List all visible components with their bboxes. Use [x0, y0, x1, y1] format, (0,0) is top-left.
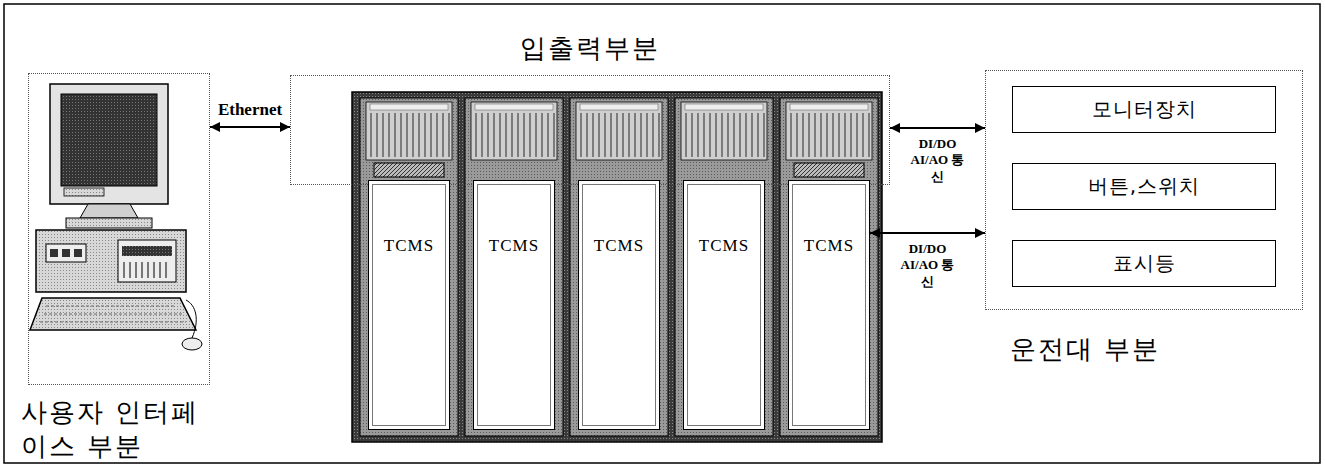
edge-label: DI/DO AI/AO 통신 — [894, 241, 962, 290]
connector-arrow — [870, 232, 985, 234]
connector-arrow — [890, 127, 985, 129]
rack-module — [360, 98, 458, 436]
tcms-module: TCMS — [578, 180, 660, 430]
edge-label: Ethernet — [216, 99, 284, 120]
dotted-region: 사용자 인터페이스 부분 — [28, 73, 210, 385]
rack-module — [780, 98, 878, 436]
edge-label: DI/DO AI/AO 통신 — [904, 136, 972, 185]
connector-arrow — [210, 126, 290, 128]
computer-illustration — [30, 84, 202, 350]
outer-frame — [4, 4, 1320, 463]
region-heading: 입출력부분 — [291, 32, 889, 66]
tcms-module: TCMS — [788, 180, 870, 430]
rack-module — [675, 98, 773, 436]
device-box: 모니터장치 — [1012, 86, 1276, 133]
node-label: TCMS — [789, 236, 869, 256]
dotted-region: 입출력부분 — [290, 75, 890, 185]
rack-module — [570, 98, 668, 436]
tcms-module: TCMS — [368, 180, 450, 430]
node-label: 모니터장치 — [1092, 96, 1197, 123]
device-box: 버튼,스위치 — [1012, 163, 1276, 210]
node-label: TCMS — [684, 236, 764, 256]
node-label: TCMS — [369, 236, 449, 256]
node-label: TCMS — [579, 236, 659, 256]
device-box: 표시등 — [1012, 240, 1276, 287]
tcms-module: TCMS — [683, 180, 765, 430]
rack-module — [465, 98, 563, 436]
node-label: TCMS — [474, 236, 554, 256]
node-label: 표시등 — [1113, 250, 1176, 277]
node-label: 버튼,스위치 — [1088, 173, 1200, 200]
dotted-region: 운전대 부분모니터장치버튼,스위치표시등 — [985, 70, 1303, 310]
tcms-module: TCMS — [473, 180, 555, 430]
region-heading: 사용자 인터페이스 부분 — [21, 396, 226, 464]
rack-illustration — [352, 92, 882, 442]
region-heading: 운전대 부분 — [1010, 333, 1160, 367]
